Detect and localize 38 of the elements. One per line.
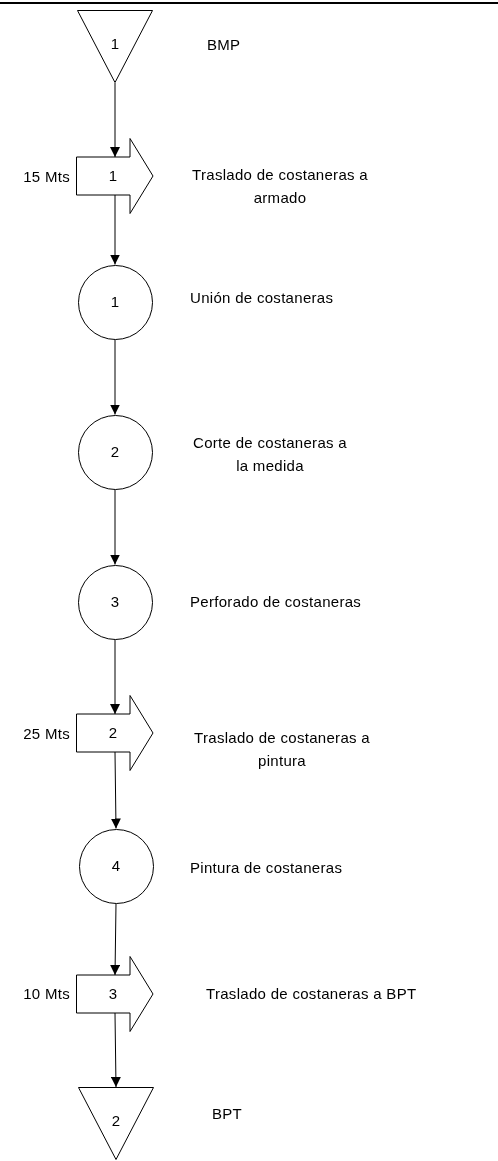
operation-circle — [77, 414, 153, 490]
step-description: Perforado de costaneras — [190, 592, 362, 612]
flow-arrow — [110, 489, 120, 565]
distance-label: 15 Mts — [23, 167, 70, 187]
storage-triangle — [78, 1087, 154, 1160]
step-number: 2 — [109, 442, 121, 461]
distance-label: 25 Mts — [23, 724, 70, 744]
step-number: 1 — [107, 167, 119, 185]
step-description: BMP — [207, 35, 241, 55]
operation-circle — [77, 564, 153, 640]
step-description: Corte de costaneras a la medida — [192, 433, 348, 476]
transport-arrow-symbol — [76, 138, 154, 214]
operation-circle — [77, 264, 153, 340]
step-number: 2 — [110, 1112, 122, 1130]
step-number: 1 — [109, 292, 121, 311]
operation-circle — [78, 828, 154, 904]
distance-label: 10 Mts — [23, 984, 70, 1004]
flow-arrow — [110, 82, 120, 158]
step-description: BPT — [212, 1104, 243, 1124]
step-description: Traslado de costaneras a pintura — [193, 728, 371, 771]
step-number: 4 — [110, 856, 122, 875]
step-number: 1 — [109, 35, 121, 53]
step-description: Traslado de costaneras a BPT — [206, 984, 417, 1004]
step-description: Traslado de costaneras a armado — [191, 165, 369, 208]
flow-arrow — [110, 639, 120, 715]
flow-arrow — [110, 1012, 121, 1088]
storage-triangle — [77, 10, 153, 83]
flow-arrow — [110, 903, 121, 976]
step-number: 3 — [109, 592, 121, 611]
step-number: 3 — [107, 985, 119, 1003]
flow-arrow — [110, 194, 120, 265]
step-description: Pintura de costaneras — [190, 858, 343, 878]
flow-arrow — [110, 751, 121, 829]
transport-arrow-symbol — [76, 956, 154, 1032]
step-description: Unión de costaneras — [190, 288, 334, 308]
flow-arrow — [110, 339, 120, 415]
transport-arrow-symbol — [76, 695, 154, 771]
step-number: 2 — [107, 724, 119, 742]
